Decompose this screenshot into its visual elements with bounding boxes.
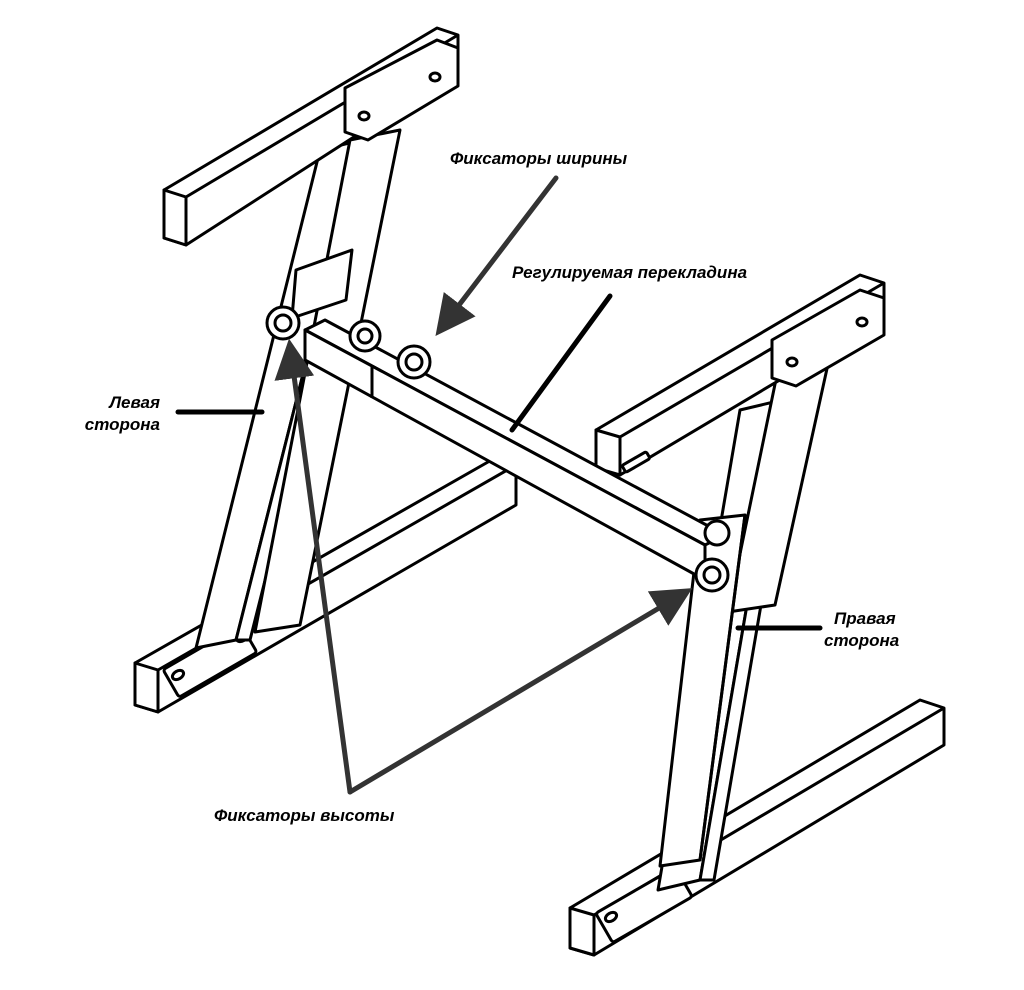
right-side-label-line2: сторона (824, 631, 900, 650)
width-lock-knob-1 (348, 319, 382, 353)
width-locks-label: Фиксаторы ширины (450, 149, 628, 168)
left-side-label-line2: сторона (84, 415, 160, 434)
height-lock-arrow-left (274, 338, 353, 795)
height-lock-arrow-right (347, 588, 693, 795)
right-bottom-foot (568, 698, 946, 957)
left-vertical-leg (253, 128, 402, 634)
left-bottom-foot (133, 456, 518, 714)
height-locks-label: Фиксаторы высоты (214, 806, 395, 825)
height-lock-knob-right (694, 557, 730, 593)
adjustable-crossbar-label: Регулируемая перекладина (512, 263, 748, 282)
right-side-label-line1: Правая (834, 609, 896, 628)
left-side-label: Левая сторона (40, 392, 160, 436)
right-vertical-leg (658, 353, 832, 868)
right-top-bar (594, 273, 886, 477)
left-side-label-line1: Левая (109, 393, 160, 412)
right-side-label: Правая сторона (824, 608, 899, 652)
height-lock-knob-right-upper (703, 519, 731, 547)
width-lock-arrow (435, 175, 559, 336)
height-lock-knob-left (265, 305, 301, 341)
left-top-bar (162, 26, 460, 247)
crossbar-leader (509, 293, 613, 433)
width-lock-knob-2 (396, 344, 432, 380)
